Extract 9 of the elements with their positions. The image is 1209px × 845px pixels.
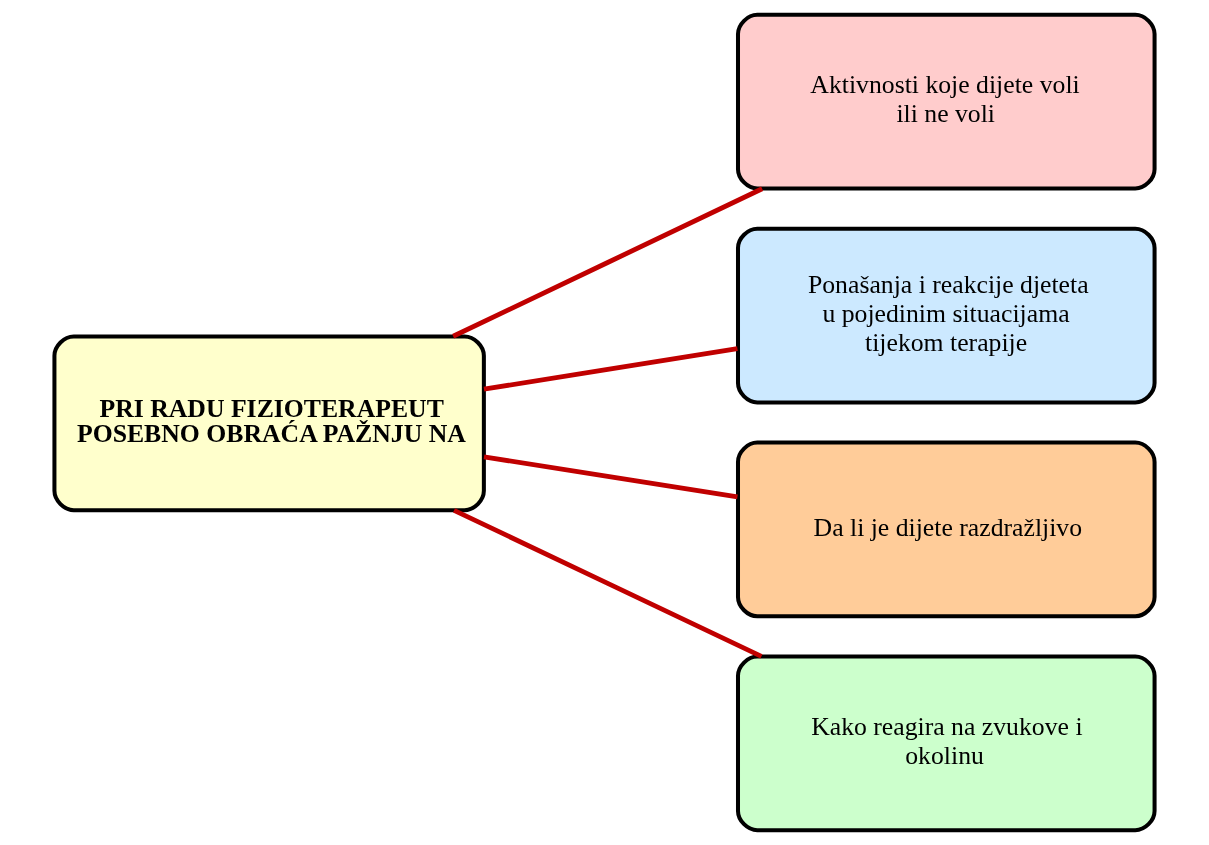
node-box: Aktivnosti koje dijete voli ili ne voli <box>736 12 1157 191</box>
node-box: PRI RADU FIZIOTERAPEUT POSEBNO OBRAĆA PAŽNJU NA <box>52 334 486 513</box>
node-box: Da li je dijete razdražljivo <box>736 440 1157 619</box>
connector <box>452 186 764 339</box>
connector <box>483 454 738 500</box>
connector <box>483 346 738 392</box>
node-box: Kako reagira na zvukove i okolinu <box>736 654 1157 833</box>
node-box: Ponašanja i reakcije djeteta u pojedinim situacijama tijekom terapije <box>736 226 1157 405</box>
connector <box>453 508 763 659</box>
